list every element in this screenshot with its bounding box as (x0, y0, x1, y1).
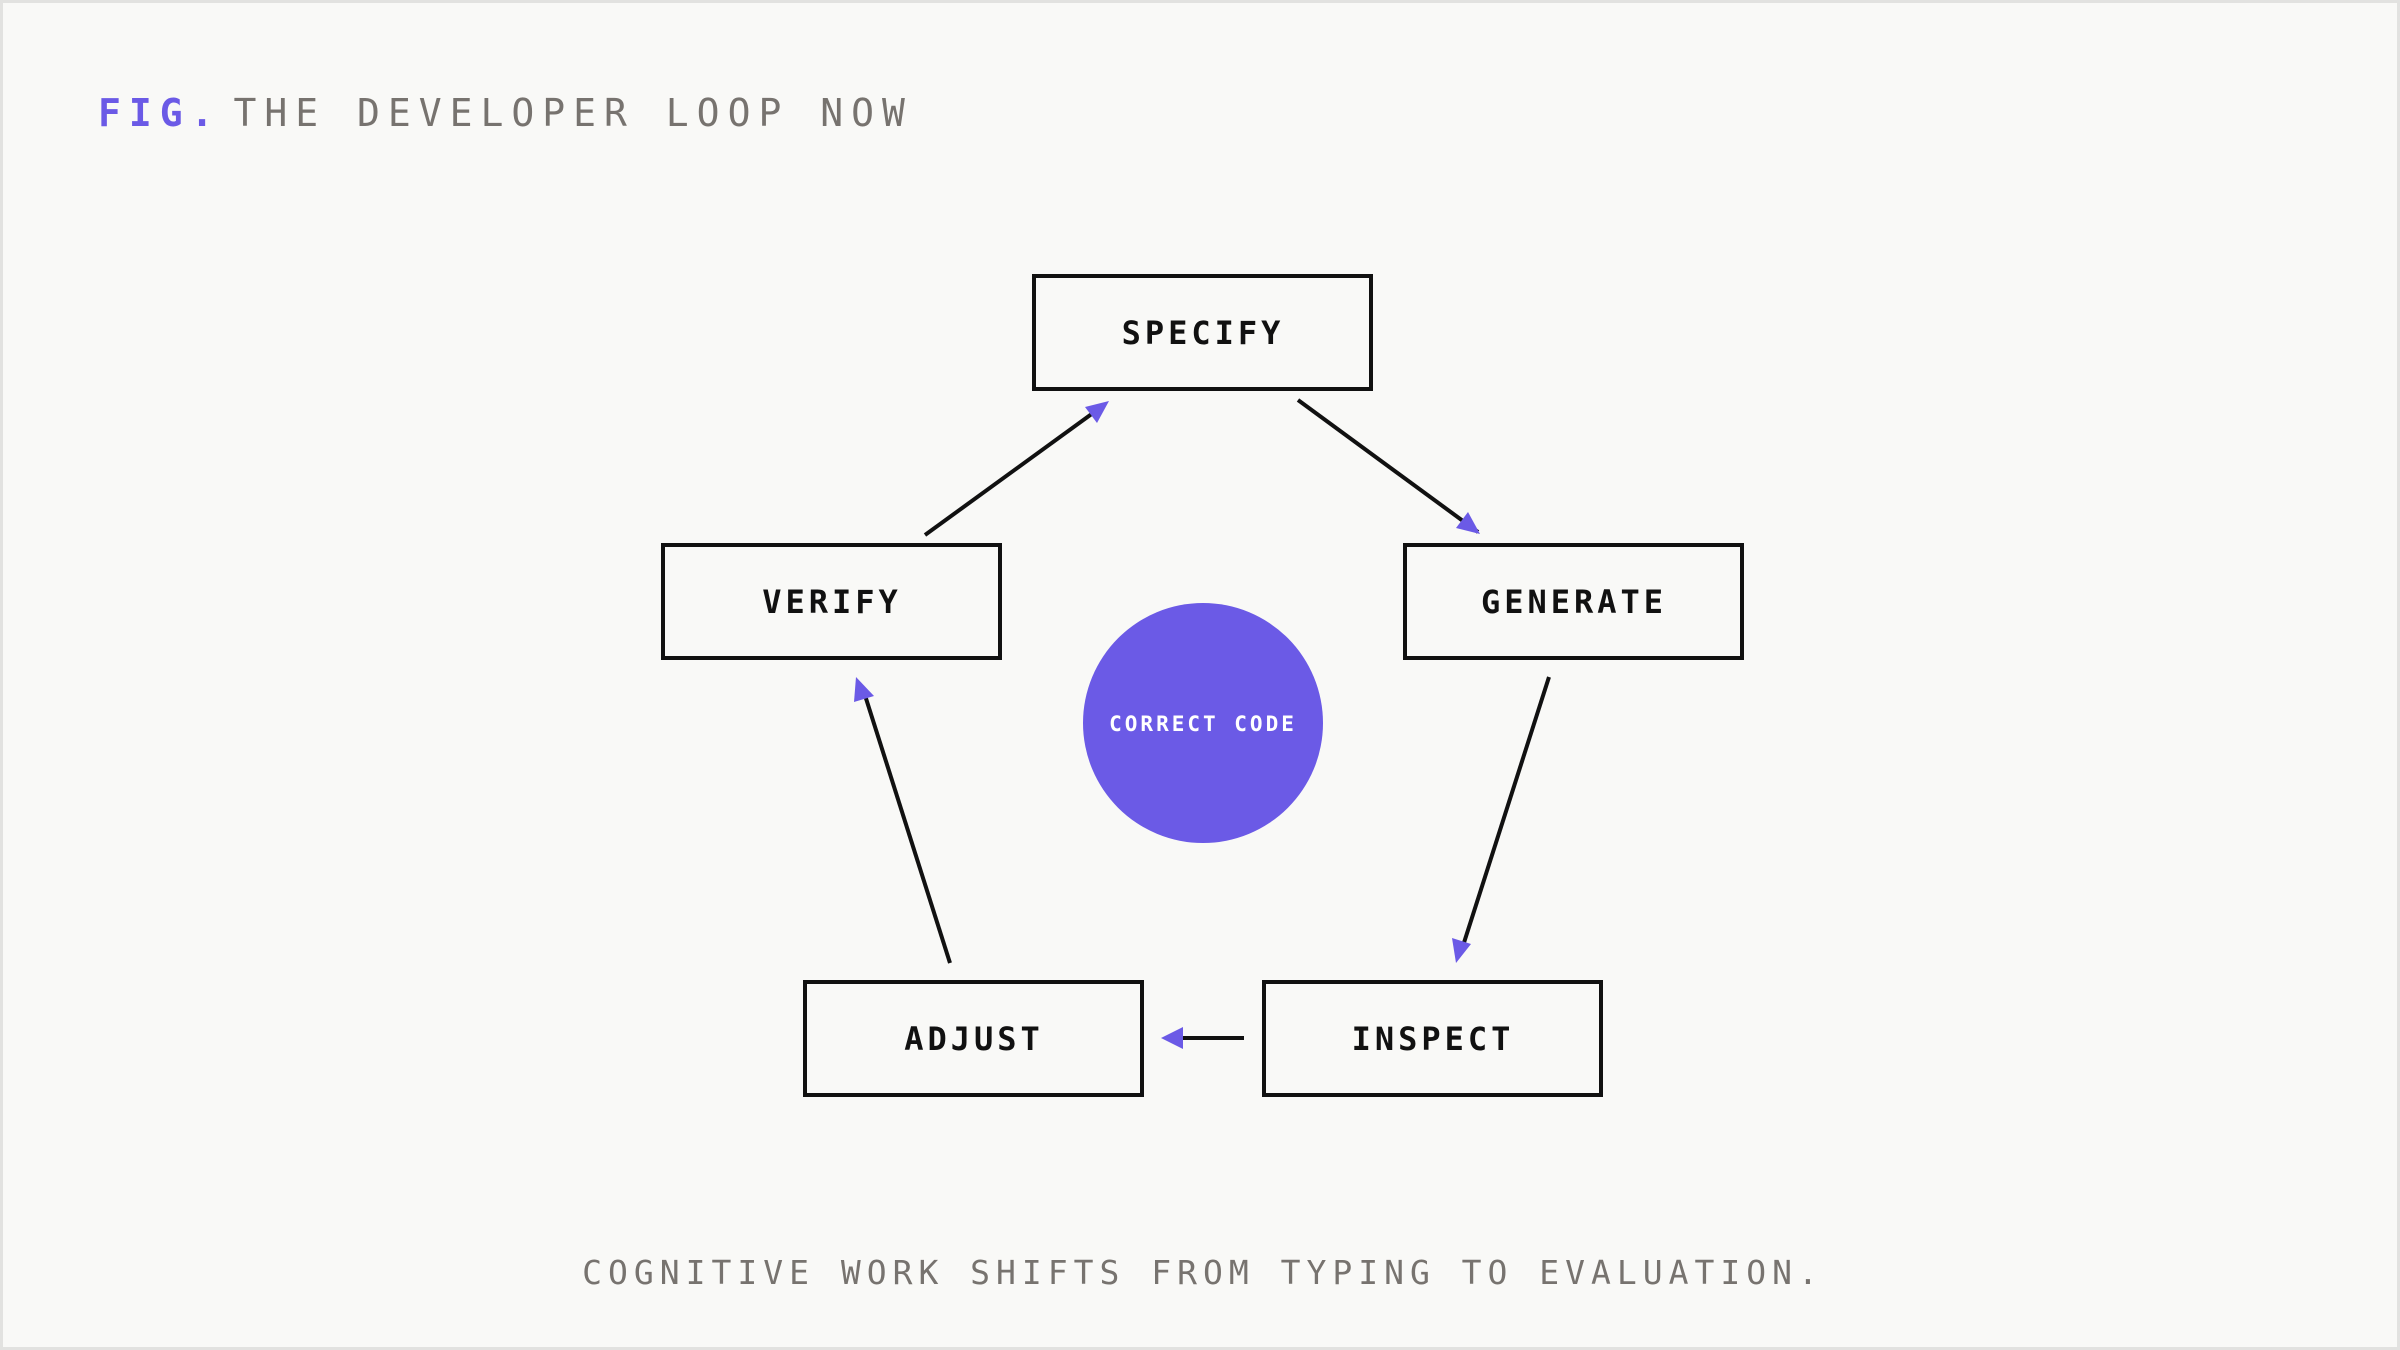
node-generate-label: GENERATE (1481, 583, 1667, 621)
edge-specify-generate (1296, 398, 1480, 534)
node-specify-label: SPECIFY (1122, 314, 1285, 352)
node-verify: VERIFY (661, 543, 1002, 660)
arrowhead-icon (854, 677, 874, 702)
edge-verify-specify (923, 401, 1109, 537)
center-node-correct-code: CORRECT CODE (1083, 603, 1323, 843)
figure-title: FIG.THE DEVELOPER LOOP NOW (98, 89, 913, 137)
node-specify: SPECIFY (1032, 274, 1373, 391)
node-adjust: ADJUST (803, 980, 1144, 1097)
node-inspect-label: INSPECT (1352, 1020, 1515, 1058)
arrowhead-icon (1452, 938, 1471, 963)
node-adjust-label: ADJUST (904, 1020, 1044, 1058)
figure-title-text: THE DEVELOPER LOOP NOW (233, 91, 913, 135)
node-generate: GENERATE (1403, 543, 1744, 660)
arrowhead-icon (1085, 401, 1109, 423)
figure-label: FIG. (98, 91, 222, 135)
arrowhead-icon (1456, 512, 1480, 534)
node-verify-label: VERIFY (762, 583, 902, 621)
figure-caption: COGNITIVE WORK SHIFTS FROM TYPING TO EVA… (582, 1253, 1824, 1292)
center-label: CORRECT CODE (1109, 712, 1297, 736)
edge-generate-inspect (1452, 676, 1551, 963)
node-inspect: INSPECT (1262, 980, 1603, 1097)
developer-loop-diagram: CORRECT CODE SPECIFY GENERATE INSPECT AD… (661, 274, 1744, 1097)
edge-adjust-verify (854, 677, 952, 964)
edge-inspect-adjust (1161, 1027, 1244, 1049)
arrowhead-icon (1161, 1027, 1183, 1049)
